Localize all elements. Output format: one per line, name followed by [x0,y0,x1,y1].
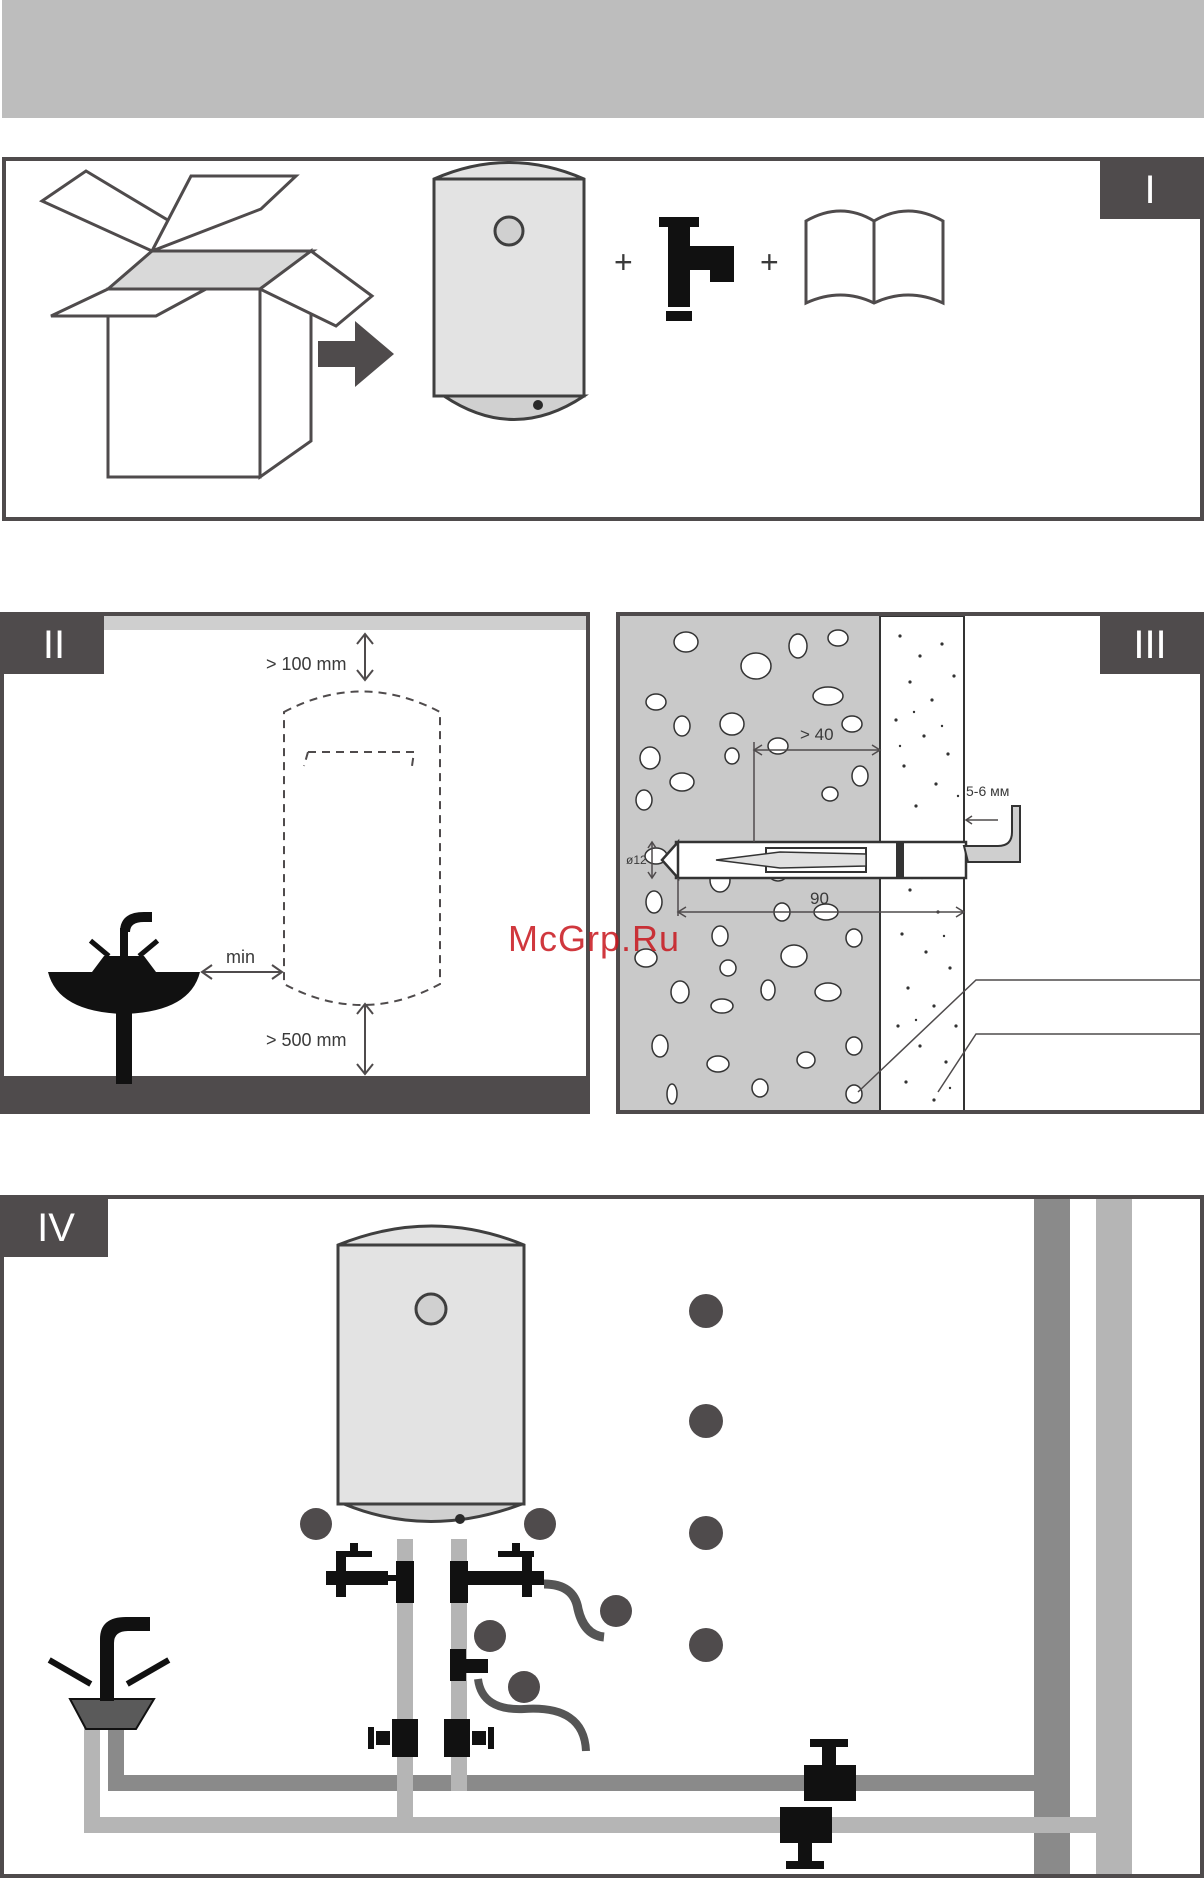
water-heater-icon [338,1226,524,1524]
faucet-icon [48,1617,171,1729]
tank-outline [284,692,440,1006]
panel-iv-art [4,1199,1204,1878]
side-clearance-label: min [226,947,255,967]
safety-valve-icon [659,217,734,321]
panel-iii-art: > 40 ø12 90 5-6 мм [620,616,1204,1114]
panel-unpacking: I + + [2,157,1204,521]
riser-pipe-dark [1034,1199,1070,1878]
top-clearance-label: > 100 mm [266,654,347,674]
riser-pipe-light [1096,1199,1132,1878]
main-pipe-light [84,1817,1096,1833]
drain-hose [544,1584,604,1637]
manual-book-icon [806,211,943,303]
main-pipe-dark [108,1775,1034,1791]
watermark: McGrp.Ru [508,918,680,960]
safety-valve-icon [450,1649,488,1681]
sink-icon [48,912,200,1084]
side-clearance-dimension [202,965,282,979]
mounting-hook [964,806,1020,862]
bottom-clearance-label: > 500 mm [266,1030,347,1050]
panel-clearances: II > 100 mm > 500 mm min [0,612,590,1114]
panel-plumbing-connection: IV [0,1195,1204,1878]
header-bar [2,0,1204,118]
valve-icon [368,1719,494,1757]
plus-sign: + [760,244,779,280]
length-label: 90 [810,889,829,908]
panel-ii-art: > 100 mm > 500 mm min [4,616,590,1114]
arrow-icon [318,321,394,387]
wall-anchor [662,842,966,878]
plus-sign: + [614,244,633,280]
top-clearance-dimension [357,634,373,680]
valve-icon [804,1739,856,1801]
gap-dimension [966,816,998,824]
box-icon [42,171,372,477]
depth-label: > 40 [800,725,834,744]
gap-label: 5-6 мм [966,783,1009,799]
bottom-clearance-dimension [357,1004,373,1074]
water-heater-icon [434,163,584,420]
diameter-label: ø12 [626,853,647,867]
panel-anchor-mounting: III [616,612,1204,1114]
panel-i-art: + + [6,161,1204,521]
valve-icon [780,1807,832,1869]
